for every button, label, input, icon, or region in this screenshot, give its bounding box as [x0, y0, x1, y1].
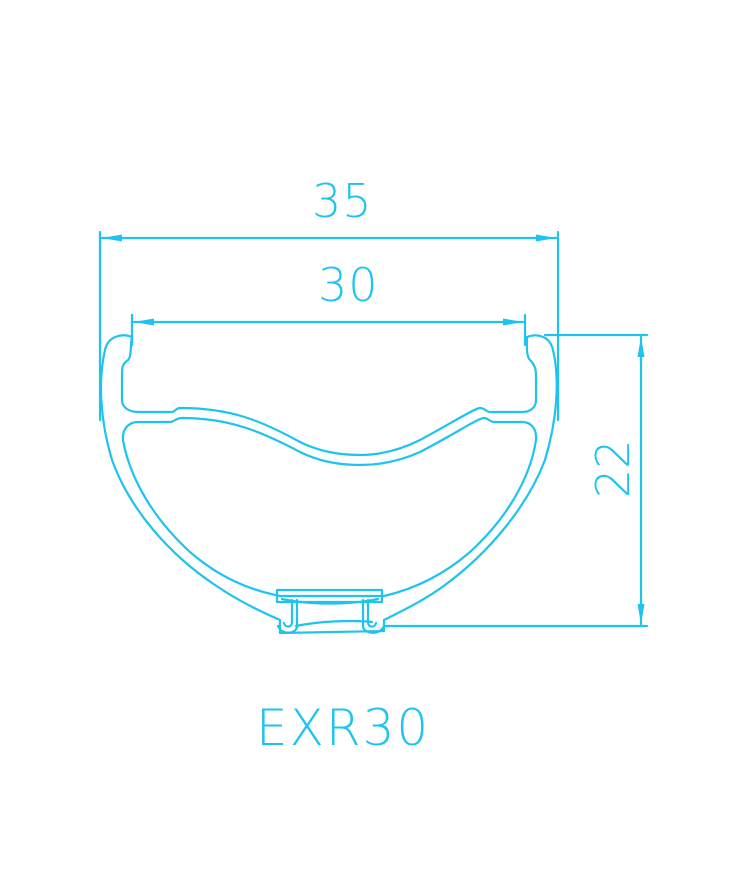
- left-bead-hook: [120, 335, 538, 457]
- right-clip: [361, 598, 386, 634]
- rim-outer-shell: [99, 334, 558, 635]
- height-label: 22: [586, 439, 640, 498]
- left-clip: [276, 598, 299, 634]
- spoke-bed-curve: [280, 597, 380, 605]
- rim-inner-cavity: [121, 416, 538, 598]
- spoke-bed-bottom: [294, 619, 374, 628]
- model-name-label: EXR30: [256, 699, 431, 757]
- outer-width-label: 35: [312, 174, 373, 228]
- inner-width-label: 30: [318, 258, 379, 312]
- spoke-bed-top: [275, 588, 384, 604]
